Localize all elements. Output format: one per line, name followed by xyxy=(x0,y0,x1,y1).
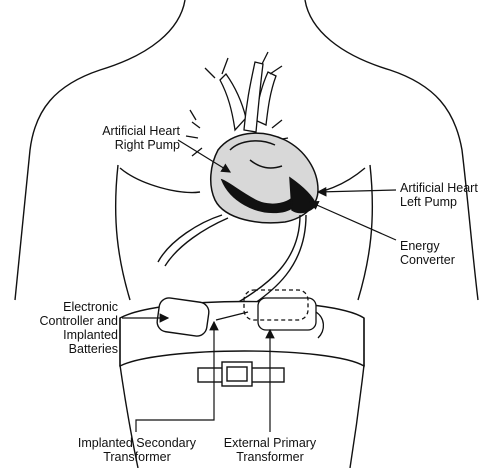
label-energy-converter: Energy Converter xyxy=(400,239,455,267)
torso-outline xyxy=(14,0,479,468)
leader-secondary-transformer xyxy=(135,320,219,432)
left-armpit-line xyxy=(114,164,131,301)
leader-energy-converter xyxy=(308,201,397,241)
left-rib xyxy=(119,167,201,194)
lower-lead xyxy=(157,214,223,263)
left-shoulder xyxy=(14,0,186,301)
leader-lines xyxy=(122,139,397,432)
external-belt xyxy=(119,300,365,387)
label-secondary-transformer: Implanted Secondary Transformer xyxy=(77,436,197,464)
right-waist xyxy=(349,364,365,468)
right-shoulder xyxy=(304,0,479,301)
label-right-pump: Artificial Heart Right Pump xyxy=(102,124,180,152)
controller-box xyxy=(156,297,210,337)
energy-lead-1 xyxy=(227,214,301,309)
controller-unit xyxy=(156,297,210,337)
left-branches xyxy=(185,109,203,157)
transformers xyxy=(243,289,325,339)
left-vessel xyxy=(219,72,247,132)
belt-band xyxy=(119,300,365,368)
label-left-pump: Artificial Heart Left Pump xyxy=(400,181,478,209)
great-vessels xyxy=(185,51,289,157)
center-vessel xyxy=(243,61,264,133)
leader-right-pump xyxy=(177,139,232,173)
controller-link xyxy=(215,311,249,321)
artificial-heart xyxy=(210,132,319,224)
implanted-secondary-dashed xyxy=(243,289,309,321)
left-waist xyxy=(119,364,139,468)
external-primary-box xyxy=(257,297,317,331)
right-armpit-line xyxy=(357,164,374,301)
label-controller: Electronic Controller and Implanted Batt… xyxy=(39,300,118,356)
leader-left-pump xyxy=(316,186,397,197)
label-primary-transformer: External Primary Transformer xyxy=(223,436,317,464)
